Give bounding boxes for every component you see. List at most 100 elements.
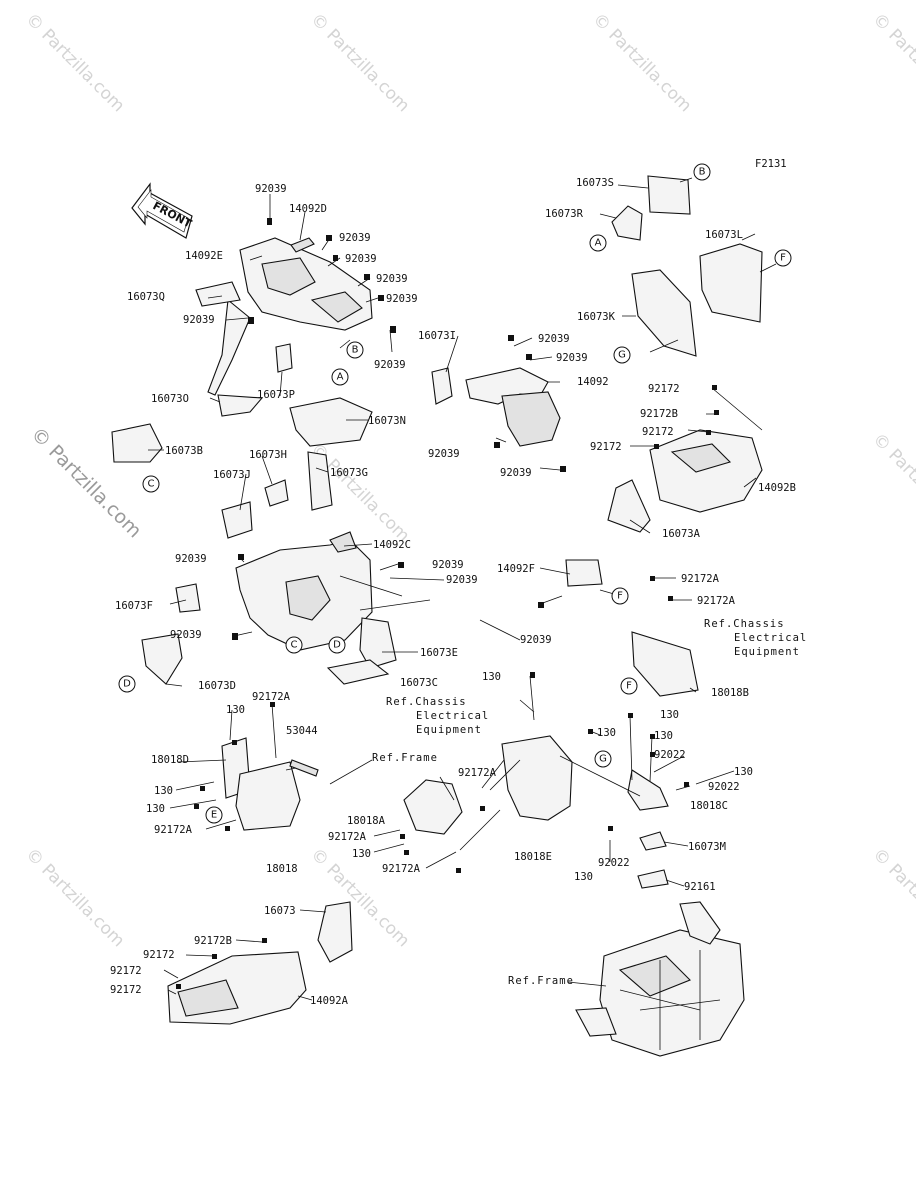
part-14092F: [565, 559, 603, 587]
part-16073G: [307, 451, 333, 511]
part-16073M: [639, 831, 667, 851]
label-18018A: 18018A: [347, 815, 386, 827]
svg-text:A: A: [595, 238, 602, 249]
front-arrow-icon: FRONT: [131, 182, 194, 239]
part-16073Q: [195, 281, 241, 307]
label-92172A-f: 92172A: [328, 831, 367, 843]
label-14092B: 14092B: [758, 482, 796, 494]
label-16073A: 16073A: [662, 528, 701, 540]
part-16073J: [221, 501, 253, 539]
label-92172A-b: 92172A: [697, 595, 736, 607]
label-92172A-d: 92172A: [154, 824, 193, 836]
leader-lines: [148, 177, 777, 1001]
part-14092D: [290, 237, 315, 253]
label-92039-b: 92039: [345, 253, 377, 265]
label-16073M: 16073M: [688, 841, 726, 853]
ref-chassis-2-line2: Electrical: [416, 710, 489, 722]
label-92039-i: 92039: [446, 574, 478, 586]
part-18018B: [631, 631, 699, 697]
label-18018D: 18018D: [151, 754, 189, 766]
callout-G-1: G: [613, 346, 631, 364]
callout-B-1: B: [693, 163, 711, 181]
label-16073I: 16073I: [418, 330, 456, 342]
part-16073L: [699, 243, 763, 323]
part-16073O: [217, 394, 264, 417]
part-16073N: [289, 397, 373, 447]
label-16073Q: 16073Q: [127, 291, 165, 303]
callout-D-2: D: [118, 675, 136, 693]
svg-text:D: D: [123, 679, 131, 690]
label-130-g: 130: [660, 709, 679, 721]
label-14092F: 14092F: [497, 563, 535, 575]
svg-text:E: E: [211, 810, 217, 821]
label-92039-m: 92039: [428, 448, 460, 460]
label-130-e: 130: [146, 803, 165, 815]
watermark-5: © Partzilla.com: [868, 429, 916, 536]
label-18018C: 18018C: [690, 800, 728, 812]
label-92039-k: 92039: [538, 333, 570, 345]
callout-F-1: F: [774, 249, 792, 267]
svg-text:B: B: [352, 345, 359, 356]
label-92022-c: 92022: [598, 857, 630, 869]
label-16073P: 16073P: [257, 389, 295, 401]
label-18018B: 18018B: [711, 687, 749, 699]
label-16073O: 16073O: [151, 393, 189, 405]
svg-text:G: G: [599, 754, 607, 765]
callout-F-2: F: [611, 587, 629, 605]
svg-text:F: F: [617, 591, 623, 602]
ref-frame-2: Ref.Frame: [508, 975, 574, 987]
label-14092: 14092: [577, 376, 609, 388]
label-53044: 53044: [286, 725, 318, 737]
callout-G-2: G: [594, 750, 612, 768]
part-16073K: [631, 269, 697, 357]
label-92172-f: 92172: [110, 984, 142, 996]
label-92172-b: 92172: [642, 426, 674, 438]
label-92039-d: 92039: [386, 293, 418, 305]
label-92039-c: 92039: [376, 273, 408, 285]
label-16073K: 16073K: [577, 311, 616, 323]
part-16073I: [431, 367, 453, 405]
label-92172B-b: 92172B: [194, 935, 232, 947]
ref-chassis-1-line2: Electrical: [734, 632, 807, 644]
watermark-3: © Partzilla.com: [588, 9, 695, 116]
label-16073R: 16073R: [545, 208, 584, 220]
label-16073B: 16073B: [165, 445, 203, 457]
watermark-1: © Partzilla.com: [21, 9, 128, 116]
label-92039-top: 92039: [255, 183, 287, 195]
svg-text:C: C: [148, 479, 155, 490]
label-92172B-a: 92172B: [640, 408, 678, 420]
label-92039-j: 92039: [170, 629, 202, 641]
svg-text:F: F: [780, 253, 786, 264]
callout-E-1: E: [205, 806, 223, 824]
part-18018C: [627, 769, 669, 811]
label-130-b: 130: [597, 727, 616, 739]
label-14092C: 14092C: [373, 539, 411, 551]
label-16073: 16073: [264, 905, 296, 917]
label-130-i: 130: [734, 766, 753, 778]
label-92022-a: 92022: [654, 749, 686, 761]
svg-text:D: D: [333, 640, 341, 651]
label-16073G: 16073G: [330, 467, 368, 479]
label-16073F: 16073F: [115, 600, 153, 612]
label-92039-e: 92039: [183, 314, 215, 326]
callout-A-2: A: [331, 368, 349, 386]
label-130-a: 130: [482, 671, 501, 683]
part-16073E: [359, 617, 397, 669]
callout-B-2: B: [346, 341, 364, 359]
label-130-j: 130: [574, 871, 593, 883]
callout-A-1: A: [589, 234, 607, 252]
label-16073D: 16073D: [198, 680, 236, 692]
ref-chassis-1-line1: Ref.Chassis: [704, 618, 785, 630]
label-92039-n: 92039: [500, 467, 532, 479]
callout-F-3: F: [620, 677, 638, 695]
label-16073E: 16073E: [420, 647, 458, 659]
fasteners: [176, 218, 719, 989]
part-18018E: [501, 735, 573, 821]
callout-C-1: C: [142, 475, 160, 493]
svg-text:F: F: [626, 681, 632, 692]
label-92039-h: 92039: [432, 559, 464, 571]
watermark-9: © Partzilla.com: [868, 844, 916, 951]
callout-D-1: D: [328, 636, 346, 654]
cover-14092B: [649, 429, 763, 513]
part-18018A: [403, 779, 463, 835]
